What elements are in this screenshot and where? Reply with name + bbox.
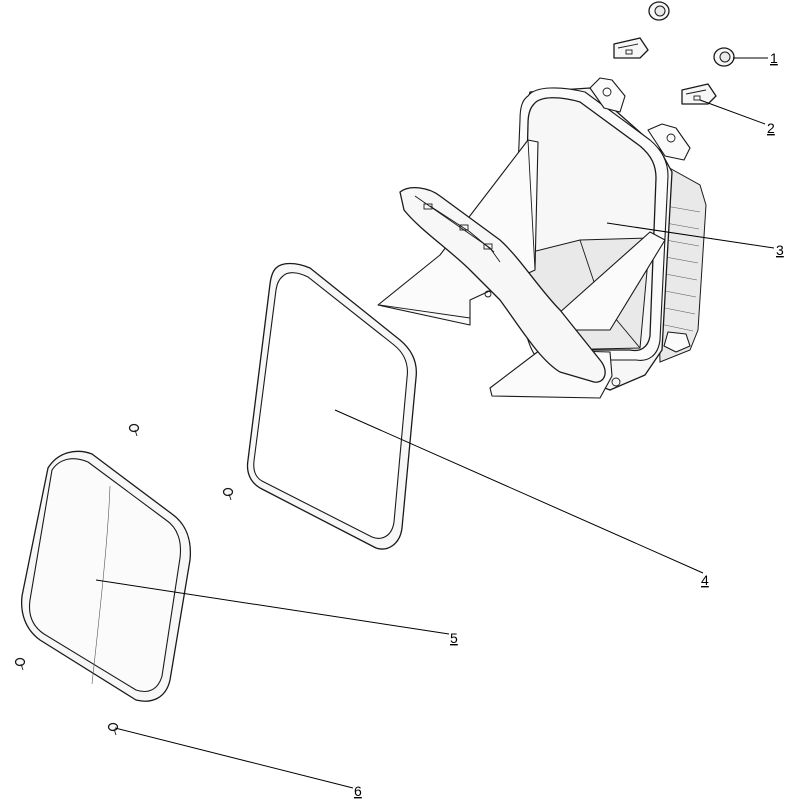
leader-3 [606, 222, 775, 249]
screw-b [222, 487, 234, 501]
leader-6 [114, 727, 354, 789]
callout-5: 5 [450, 630, 458, 646]
grommet-top [648, 1, 670, 21]
lid-cover [20, 450, 192, 702]
inner-frame-funnel [377, 139, 666, 399]
screw-a [128, 423, 140, 437]
screw-c [14, 657, 26, 671]
leader-5 [95, 579, 450, 635]
callout-1: 1 [770, 50, 778, 66]
grommet-right [713, 47, 735, 67]
leader-lines [95, 57, 775, 789]
hinge-clips [613, 37, 717, 105]
screws [14, 423, 234, 736]
callout-4: 4 [701, 572, 709, 588]
hinge-clip-upper [613, 37, 649, 59]
leader-4 [334, 409, 704, 574]
callout-6: 6 [354, 783, 362, 799]
callouts: 1 2 3 4 5 6 [354, 50, 784, 799]
hinge-clip-lower [681, 83, 717, 105]
callout-3: 3 [776, 242, 784, 258]
grommets [648, 1, 735, 67]
screw-d [107, 722, 119, 736]
gasket-seal [246, 262, 418, 550]
leader-2 [699, 99, 766, 125]
callout-2: 2 [767, 120, 775, 136]
